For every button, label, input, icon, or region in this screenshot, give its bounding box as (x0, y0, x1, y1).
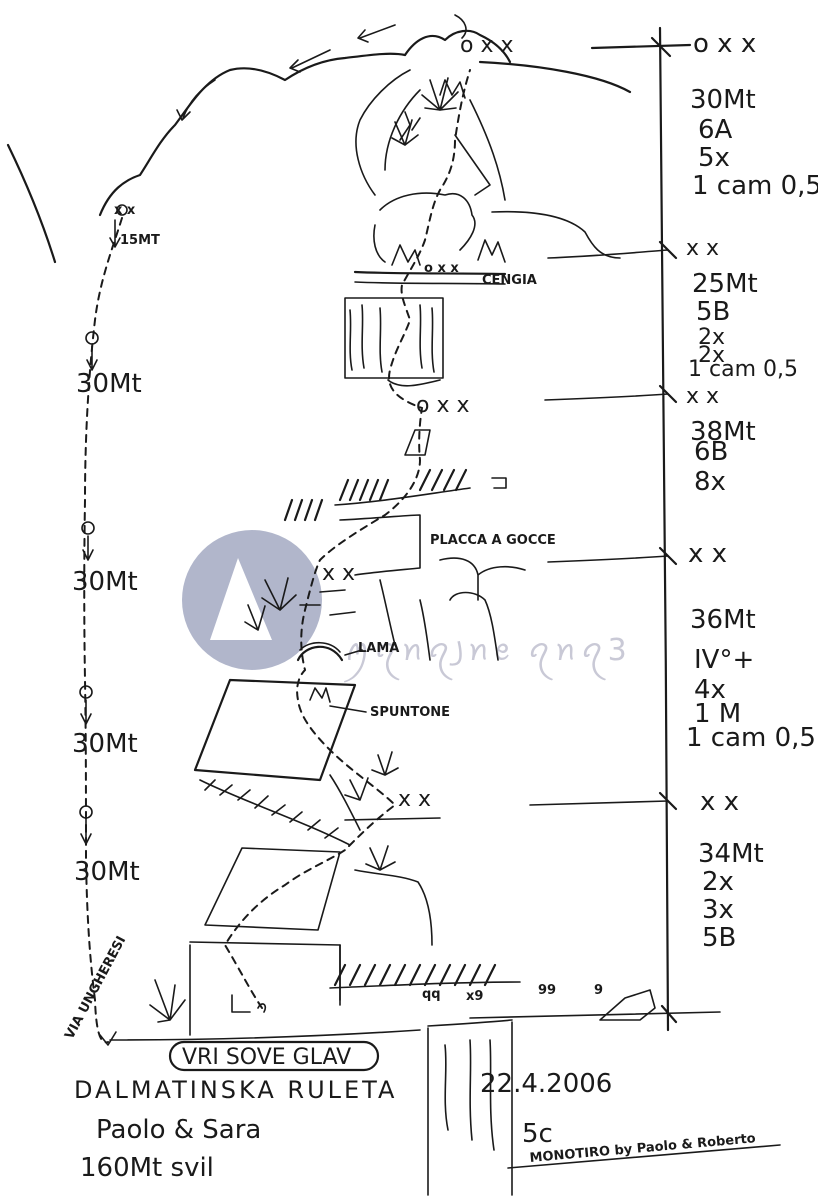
tree-icon (371, 751, 399, 776)
watermark-triangle-icon (210, 558, 272, 640)
pitch-length: 25Mt (692, 269, 758, 299)
pitch-gear: 2x (702, 867, 734, 897)
tree-icon (261, 577, 297, 611)
pitch-grade: 6B (694, 437, 728, 467)
pitch-1-info: 30Mt 6A 5x 1 cam 0,5 (690, 85, 818, 201)
pitch-5-info: 34Mt 2x 3x 5B (698, 839, 764, 953)
pitch-length: 34Mt (698, 839, 764, 869)
anchor-mark: o x x (416, 393, 470, 418)
spike-label: SPUNTONE (370, 705, 450, 720)
route-authors: Paolo & Sara (96, 1115, 261, 1145)
sector-badge (168, 1040, 380, 1072)
climbing-route (223, 69, 471, 1009)
pitch-gear: 5x (698, 143, 730, 173)
rappel-station (79, 805, 93, 845)
pitch-scale (469, 26, 721, 1032)
base-mark: 99 (538, 983, 556, 998)
base-mark: 9 (594, 983, 603, 998)
tree-icon (391, 119, 419, 146)
pitch-length: 30Mt (690, 85, 756, 115)
pitch-gear: 1 M (694, 699, 741, 729)
rappel-label: 15MT (120, 233, 160, 248)
pitch-grade: 5B (696, 297, 730, 327)
slab-box (344, 297, 444, 379)
rappel-label: 30Mt (72, 729, 138, 759)
tree-icon (149, 979, 186, 1023)
pitch-4-wall (296, 557, 526, 662)
pitch-gear: 8x (694, 467, 726, 497)
rappel-label: 30Mt (74, 857, 140, 887)
pitch-length: 36Mt (690, 605, 756, 635)
rappel-label: 30Mt (76, 369, 142, 399)
summit-rock (353, 69, 621, 276)
flake-label: LAMA (358, 641, 399, 656)
descent-ridge (6, 14, 632, 264)
pitch-grade: 5B (702, 923, 736, 953)
pitch-gear: 4x (694, 675, 726, 705)
slab-lower (193, 678, 361, 846)
base-mark: qq (422, 987, 441, 1002)
pitch-gear: 2x (698, 343, 725, 368)
pitch-grade: 6A (698, 115, 733, 145)
anchor-label-p1: x x (686, 236, 719, 261)
route-date: 22.4.2006 (480, 1069, 612, 1099)
anchor-mark: x x (322, 561, 355, 586)
other-route-credit: MONOTIRO by Paolo & Roberto (529, 1131, 756, 1166)
rappel-label: 30Mt (72, 567, 138, 597)
rappel-bolts-label: x x (114, 203, 136, 218)
rappel-station (109, 204, 128, 248)
pitch-3-wall (283, 429, 507, 576)
tree-icon (344, 777, 369, 801)
tree-icon (421, 77, 459, 111)
tree-icon (244, 604, 266, 631)
route-length: 160Mt svil (80, 1153, 214, 1183)
pitch-length: 38Mt (690, 417, 756, 447)
base-mark: x9 (466, 989, 483, 1004)
tree-icon (365, 845, 396, 871)
anchor-mark: o x x (424, 261, 459, 276)
descent-arrow-icon (99, 1031, 117, 1046)
pitch-gear: 3x (702, 895, 734, 925)
rappel-station (79, 685, 93, 725)
anchor-mark: x x (398, 787, 431, 812)
descent-path-label: VIA UNGHERESI (62, 934, 129, 1042)
ledge-label: CENGIA (482, 273, 537, 288)
sector-name: VRI SOVE GLAV (182, 1045, 351, 1070)
anchor-mark: o x x (460, 33, 514, 58)
slab-label: PLACCA A GOCCE (430, 533, 556, 548)
other-route-grade: 5c (522, 1119, 553, 1149)
descent-route (83, 217, 123, 1044)
anchor-label-top: o x x (693, 29, 756, 59)
rappel-station (85, 331, 99, 371)
rappel-station (81, 521, 95, 561)
base (109, 941, 656, 1041)
pitch-gear: 1 cam 0,5 (686, 723, 816, 753)
anchor-label-p2: x x (686, 384, 719, 409)
pitch-grade: IV°+ (694, 645, 754, 675)
flake-pointer (344, 649, 363, 656)
spike-pointer (329, 705, 367, 713)
pitch-3-info: 38Mt 6B 8x (690, 417, 756, 497)
pitch-gear: 2x (698, 325, 725, 350)
route-name: DALMATINSKA RULETA (74, 1076, 397, 1104)
pitch-gear: 1 cam 0,5 (692, 171, 818, 201)
other-route (427, 1019, 781, 1196)
anchor-label-p3: x x (688, 539, 727, 569)
pitch-2-wall (344, 281, 506, 387)
pitch-gear: 1 cam 0,5 (688, 357, 798, 382)
pitch-2-info: 25Mt 5B 2x 2x 1 cam 0,5 (688, 269, 798, 382)
pitch-4-info: 36Mt IV°+ 4x 1 M 1 cam 0,5 (686, 605, 816, 753)
anchor-label-p4: x x (700, 787, 739, 817)
